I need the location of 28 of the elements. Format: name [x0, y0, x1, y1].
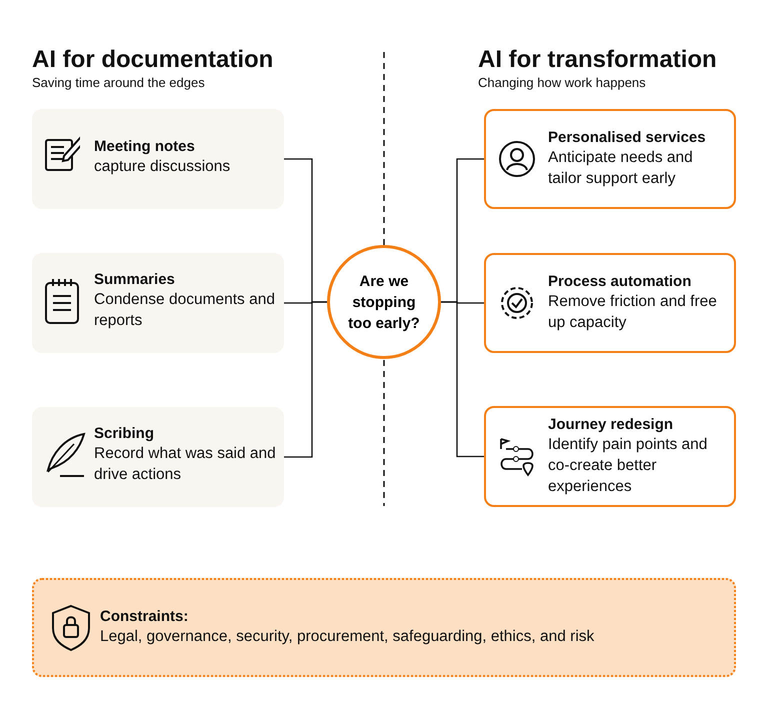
card-heading: Meeting notes — [94, 138, 196, 154]
card-description: Condense documents and reports — [94, 290, 276, 331]
card-description: Record what was said and drive actions — [94, 444, 277, 485]
transformation-card — [484, 253, 736, 353]
card-description: Identify pain points and co-create better experiences — [548, 435, 708, 497]
transformation-card — [484, 406, 736, 507]
card-description: capture discussions — [94, 156, 232, 176]
section-subtitle: Changing how work happens — [478, 75, 646, 90]
card-description: Legal, governance, security, procurement, safeguarding, ethics, and risk — [100, 627, 596, 647]
card-heading: Journey redesign — [548, 416, 674, 433]
constraints-panel — [32, 578, 736, 677]
question-text: Are we stopping too early? — [347, 272, 421, 334]
connector-line — [441, 301, 484, 458]
card-heading: Scribing — [94, 425, 156, 442]
transformation-card — [484, 109, 736, 209]
documentation-card — [32, 109, 284, 209]
documentation-card — [32, 253, 284, 353]
section-heading: AI for transformation — [478, 46, 717, 74]
documentation-card — [32, 407, 284, 507]
card-description: Anticipate needs and tailor support early — [548, 148, 694, 189]
card-description: Remove friction and free up capacity — [548, 292, 718, 333]
card-heading: Summaries — [94, 271, 176, 288]
connector-line — [284, 301, 327, 458]
card-heading: Personalised services — [548, 129, 707, 146]
section-subtitle: Saving time around the edges — [32, 75, 205, 90]
card-heading: Process automation — [548, 273, 692, 290]
card-heading: Constraints: — [100, 608, 190, 625]
section-heading: AI for documentation — [32, 46, 274, 74]
